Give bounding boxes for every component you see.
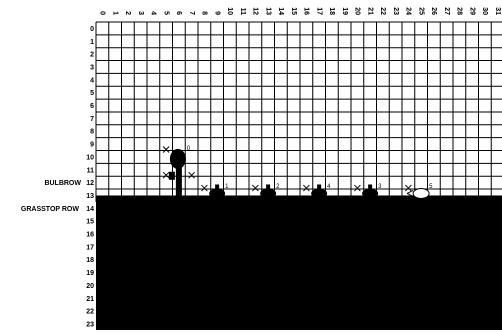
row-annotation: GRASSTOP ROW <box>21 206 79 213</box>
bulb-label: 0 <box>187 146 191 152</box>
bulb-stroke <box>407 190 413 193</box>
bulb-shape <box>311 188 327 198</box>
row-label: 7 <box>90 116 94 123</box>
column-label: 25 <box>417 7 424 15</box>
x-mark <box>201 185 207 191</box>
row-label: 15 <box>86 219 94 226</box>
bulb-shape <box>413 188 429 198</box>
row-label: 14 <box>86 206 94 213</box>
row-label: 12 <box>86 180 94 187</box>
stalk-bulb <box>170 149 186 169</box>
column-label: 6 <box>175 11 182 15</box>
column-label: 10 <box>226 7 233 15</box>
column-label: 1 <box>111 11 118 15</box>
row-label: 17 <box>86 244 94 251</box>
x-mark <box>252 185 258 191</box>
column-label: 17 <box>315 7 322 15</box>
column-label: 5 <box>162 11 169 15</box>
row-label: 22 <box>86 309 94 316</box>
bulb-stem <box>317 184 321 189</box>
x-mark <box>189 172 195 178</box>
column-label: 31 <box>494 7 501 15</box>
column-label: 2 <box>124 11 131 15</box>
row-label: 11 <box>87 167 95 174</box>
column-label: 13 <box>264 7 271 15</box>
column-label: 15 <box>290 7 297 15</box>
column-label: 19 <box>341 7 348 15</box>
x-mark <box>354 185 360 191</box>
row-label: 9 <box>90 142 94 149</box>
row-label: 5 <box>90 90 94 97</box>
row-annotation: BULBROW <box>44 180 81 187</box>
row-label: 4 <box>90 77 94 84</box>
column-label: 3 <box>137 11 144 15</box>
column-label: 27 <box>443 7 450 15</box>
column-label: 21 <box>366 7 373 15</box>
bulb-shape <box>260 188 276 198</box>
bulb-stem <box>266 184 270 189</box>
column-label: 22 <box>379 7 386 15</box>
x-mark <box>303 185 309 191</box>
row-label: 18 <box>86 257 94 264</box>
row-label: 3 <box>90 64 94 71</box>
row-label: 0 <box>90 26 94 33</box>
column-label: 28 <box>456 7 463 15</box>
column-label: 18 <box>328 7 335 15</box>
row-label: 10 <box>86 154 94 161</box>
row-label: 21 <box>86 296 94 303</box>
row-label: 13 <box>86 193 94 200</box>
row-label: 23 <box>86 321 94 328</box>
row-label: 19 <box>86 270 94 277</box>
row-label: 16 <box>86 232 94 239</box>
column-label: 8 <box>201 11 208 15</box>
column-label: 16 <box>303 7 310 15</box>
grid-lines <box>96 22 502 202</box>
column-label: 30 <box>481 7 488 15</box>
bulb-shape <box>362 188 378 198</box>
column-label: 29 <box>468 7 475 15</box>
column-label: 7 <box>188 11 195 15</box>
x-mark <box>163 172 169 178</box>
column-label: 0 <box>99 11 106 15</box>
row-annotations: BULBROW GRASSTOP ROW <box>21 180 81 213</box>
x-mark <box>405 185 411 191</box>
column-label: 24 <box>405 7 412 15</box>
column-label: 26 <box>430 7 437 15</box>
column-label: 4 <box>150 11 157 15</box>
x-mark <box>163 147 169 153</box>
column-label: 20 <box>354 7 361 15</box>
ground-fill <box>96 195 502 330</box>
column-label: 14 <box>277 7 284 15</box>
row-label: 2 <box>90 52 94 59</box>
column-label: 9 <box>213 11 220 15</box>
ground-region <box>96 195 502 330</box>
row-label: 8 <box>90 129 94 136</box>
bulb-shape <box>209 188 225 198</box>
column-label: 23 <box>392 7 399 15</box>
column-label: 11 <box>239 8 246 16</box>
column-label: 12 <box>252 7 259 15</box>
row-label: 1 <box>90 39 94 46</box>
row-label: 6 <box>90 103 94 110</box>
stalk-leaf <box>169 172 175 180</box>
row-label: 20 <box>86 283 94 290</box>
bulb-stem <box>368 184 372 189</box>
plants: 012435 <box>163 146 433 198</box>
bulb-stem <box>215 184 219 189</box>
